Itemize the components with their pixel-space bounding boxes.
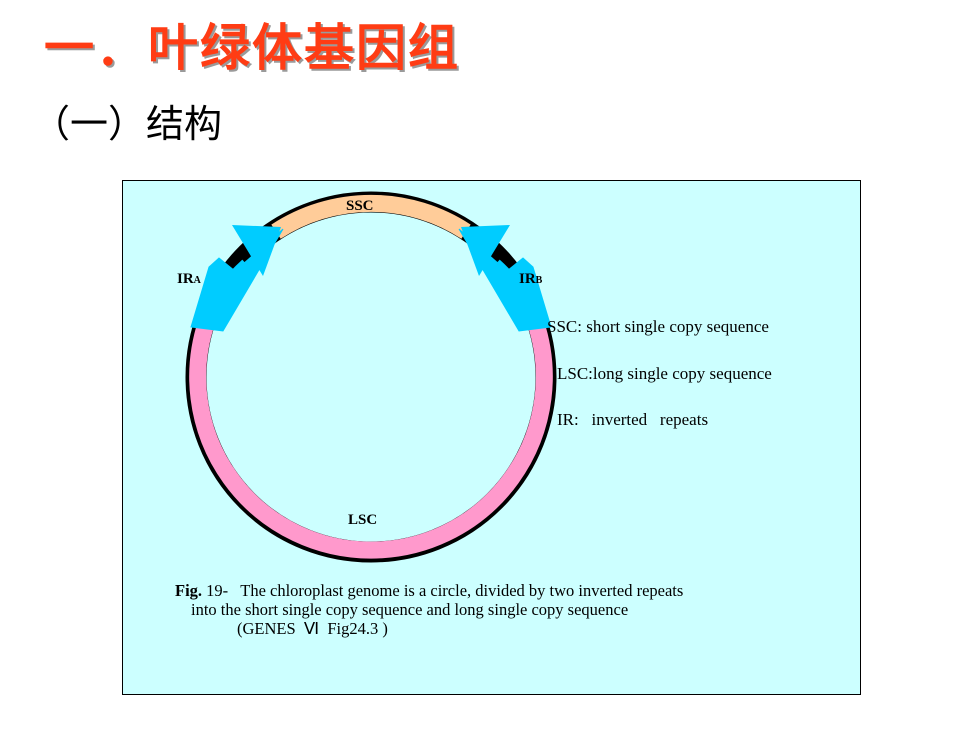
section-subtitle: （一）结构 [32,102,223,146]
legend-ir: IR: inverted repeats [557,410,709,429]
figure-caption: Fig. 19- The chloroplast genome is a cir… [175,581,855,638]
ira-label-sub: A [194,275,202,286]
irb-label-main: IR [519,271,536,287]
chloroplast-genome-figure: SSC LSC IRA IRB SSC: short single copy s… [122,180,861,695]
genome-circle-diagram: SSC LSC IRA IRB [177,191,557,563]
irb-arrowhead [461,225,510,276]
lsc-label: LSC [348,512,377,528]
ira-label: IRA [177,271,202,287]
ira-arrowhead [232,225,281,276]
slide-title: 一．叶绿体基因组 [44,19,460,77]
caption-text-1: 19- The chloroplast genome is a circle, … [202,581,684,600]
ssc-label: SSC [346,198,374,214]
ssc-segment [271,194,471,239]
irb-label-sub: B [536,275,543,286]
legend-lsc: LSC:long single copy sequence [557,364,772,383]
irb-label: IRB [519,271,543,287]
caption-fig-label: Fig. [175,581,203,600]
caption-line-3: (GENES Ⅵ Fig24.3 ) [237,619,388,638]
caption-line-1: Fig. 19- The chloroplast genome is a cir… [175,581,855,600]
caption-line-2: into the short single copy sequence and … [191,600,629,619]
lsc-segment [189,319,553,559]
ira-label-main: IR [177,271,194,287]
legend-ssc: SSC: short single copy sequence [547,317,769,336]
